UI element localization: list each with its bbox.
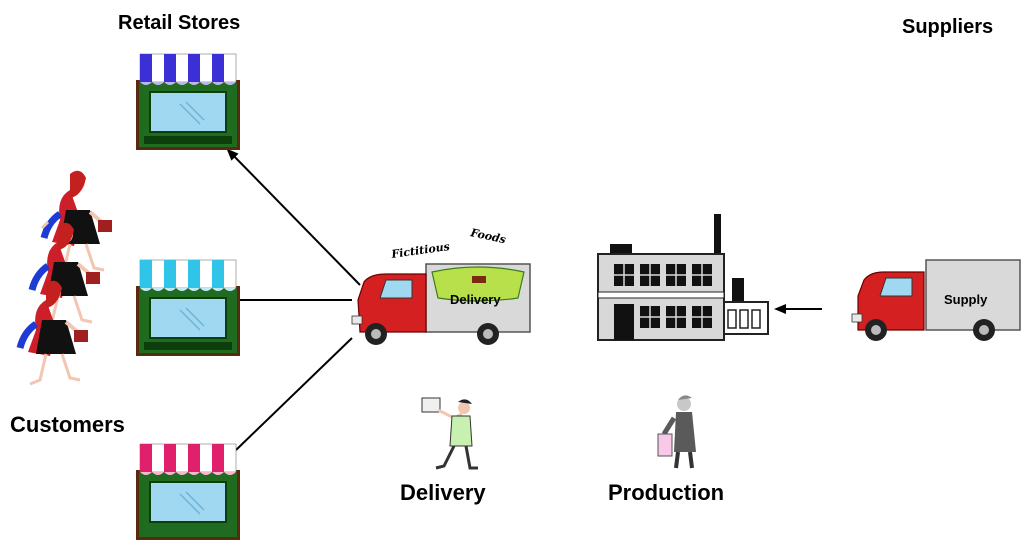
awning-stripe [140, 444, 152, 472]
line-bottom-store-to-truck [235, 337, 353, 451]
arrow-truck-to-top-store [226, 148, 361, 286]
brand-word-2: Foods [468, 226, 507, 246]
customers-label: Customers [10, 412, 125, 437]
awning-stripe [164, 260, 176, 288]
awning-stripe [188, 54, 200, 82]
factory-building [597, 214, 769, 341]
customers-group [16, 170, 112, 386]
supply-truck-text: Supply [944, 292, 988, 307]
production-label: Production [608, 480, 725, 505]
awning-stripe [140, 54, 152, 82]
awning-stripe [140, 260, 152, 288]
awning-stripe [188, 444, 200, 472]
awning-stripe [164, 54, 176, 82]
supply-truck: Supply [851, 259, 1021, 341]
retail-stores-label: Retail Stores [118, 12, 241, 34]
store-top [136, 53, 240, 150]
delivery-truck-text: Delivery [450, 292, 501, 307]
awning-stripe [212, 260, 224, 288]
suppliers-label: Suppliers [902, 16, 994, 38]
awning-stripe [212, 444, 224, 472]
store-bottom [136, 443, 240, 540]
awning-stripe [188, 260, 200, 288]
production-worker-figure [657, 395, 696, 469]
store-middle [136, 259, 240, 356]
delivery-label: Delivery [400, 480, 486, 505]
delivery-worker-figure [421, 397, 478, 470]
awning-stripe [164, 444, 176, 472]
customer-figure [16, 280, 88, 386]
awning-stripe [212, 54, 224, 82]
brand-word-1: Fictitious [390, 240, 451, 261]
delivery-truck: Fictitious Foods Delivery [351, 226, 531, 345]
